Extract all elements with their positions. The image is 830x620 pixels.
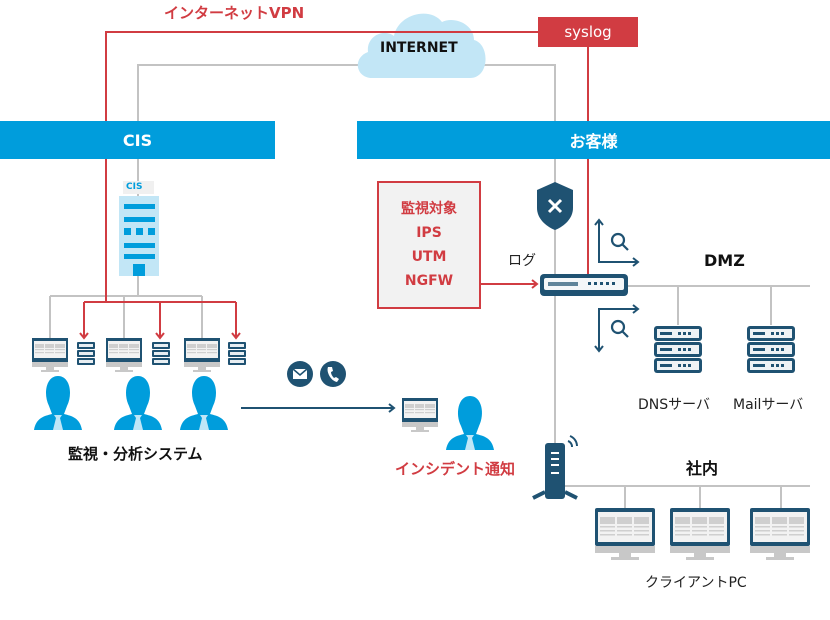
analysts — [34, 376, 228, 430]
cis-building-icon — [119, 181, 159, 276]
dns-server-label: DNSサーバ — [638, 397, 710, 413]
inspection-arrows — [594, 218, 640, 353]
system-label: 監視・分析システム — [68, 445, 203, 463]
cis-building-sign: CIS — [126, 182, 143, 192]
red-vpn-lines — [79, 31, 589, 340]
mail-icon — [287, 361, 313, 387]
magnifier-icon — [610, 319, 629, 338]
server-icon — [152, 342, 170, 365]
person-icon — [114, 376, 162, 430]
incident-label: インシデント通知 — [395, 460, 516, 478]
monitor-icon — [184, 338, 220, 372]
person-icon — [180, 376, 228, 430]
vpn-label: インターネットVPN — [164, 4, 305, 22]
syslog-box: syslog — [538, 17, 638, 47]
client-pc-icon — [670, 508, 730, 560]
monitor-icon — [106, 338, 142, 372]
cis-band: CIS — [0, 121, 275, 159]
client-pc-icon — [595, 508, 655, 560]
log-label: ログ — [508, 253, 536, 269]
gray-network-lines — [49, 64, 810, 508]
server-icon — [77, 342, 95, 365]
server-icon — [228, 342, 246, 365]
person-icon — [34, 376, 82, 430]
firewall-shield-icon — [537, 182, 573, 230]
dmz-title: DMZ — [704, 251, 745, 270]
network-switch-icon — [540, 274, 628, 296]
phone-icon — [320, 361, 346, 387]
target-line: IPS — [416, 225, 442, 241]
customer-band: お客様 — [357, 121, 830, 159]
client-pc-icon — [750, 508, 810, 560]
monitoring-target-box: 監視対象 IPS UTM NGFW — [377, 181, 481, 309]
mail-server-icon — [747, 326, 795, 373]
client-pc-label: クライアントPC — [645, 575, 747, 591]
target-line: UTM — [411, 249, 447, 265]
incident-monitor-icon — [402, 398, 438, 432]
mail-server-label: Mailサーバ — [733, 397, 804, 413]
target-line: NGFW — [404, 273, 454, 289]
wifi-router-icon — [532, 435, 578, 500]
monitor-icon — [32, 338, 68, 372]
internet-cloud — [357, 13, 486, 78]
internal-title: 社内 — [686, 459, 719, 478]
target-line: 監視対象 — [401, 201, 457, 217]
cis-workstations — [32, 338, 246, 372]
incident-person-icon — [446, 396, 494, 450]
internet-label: INTERNET — [380, 40, 458, 56]
magnifier-icon — [610, 232, 629, 251]
dns-server-icon — [654, 326, 702, 373]
